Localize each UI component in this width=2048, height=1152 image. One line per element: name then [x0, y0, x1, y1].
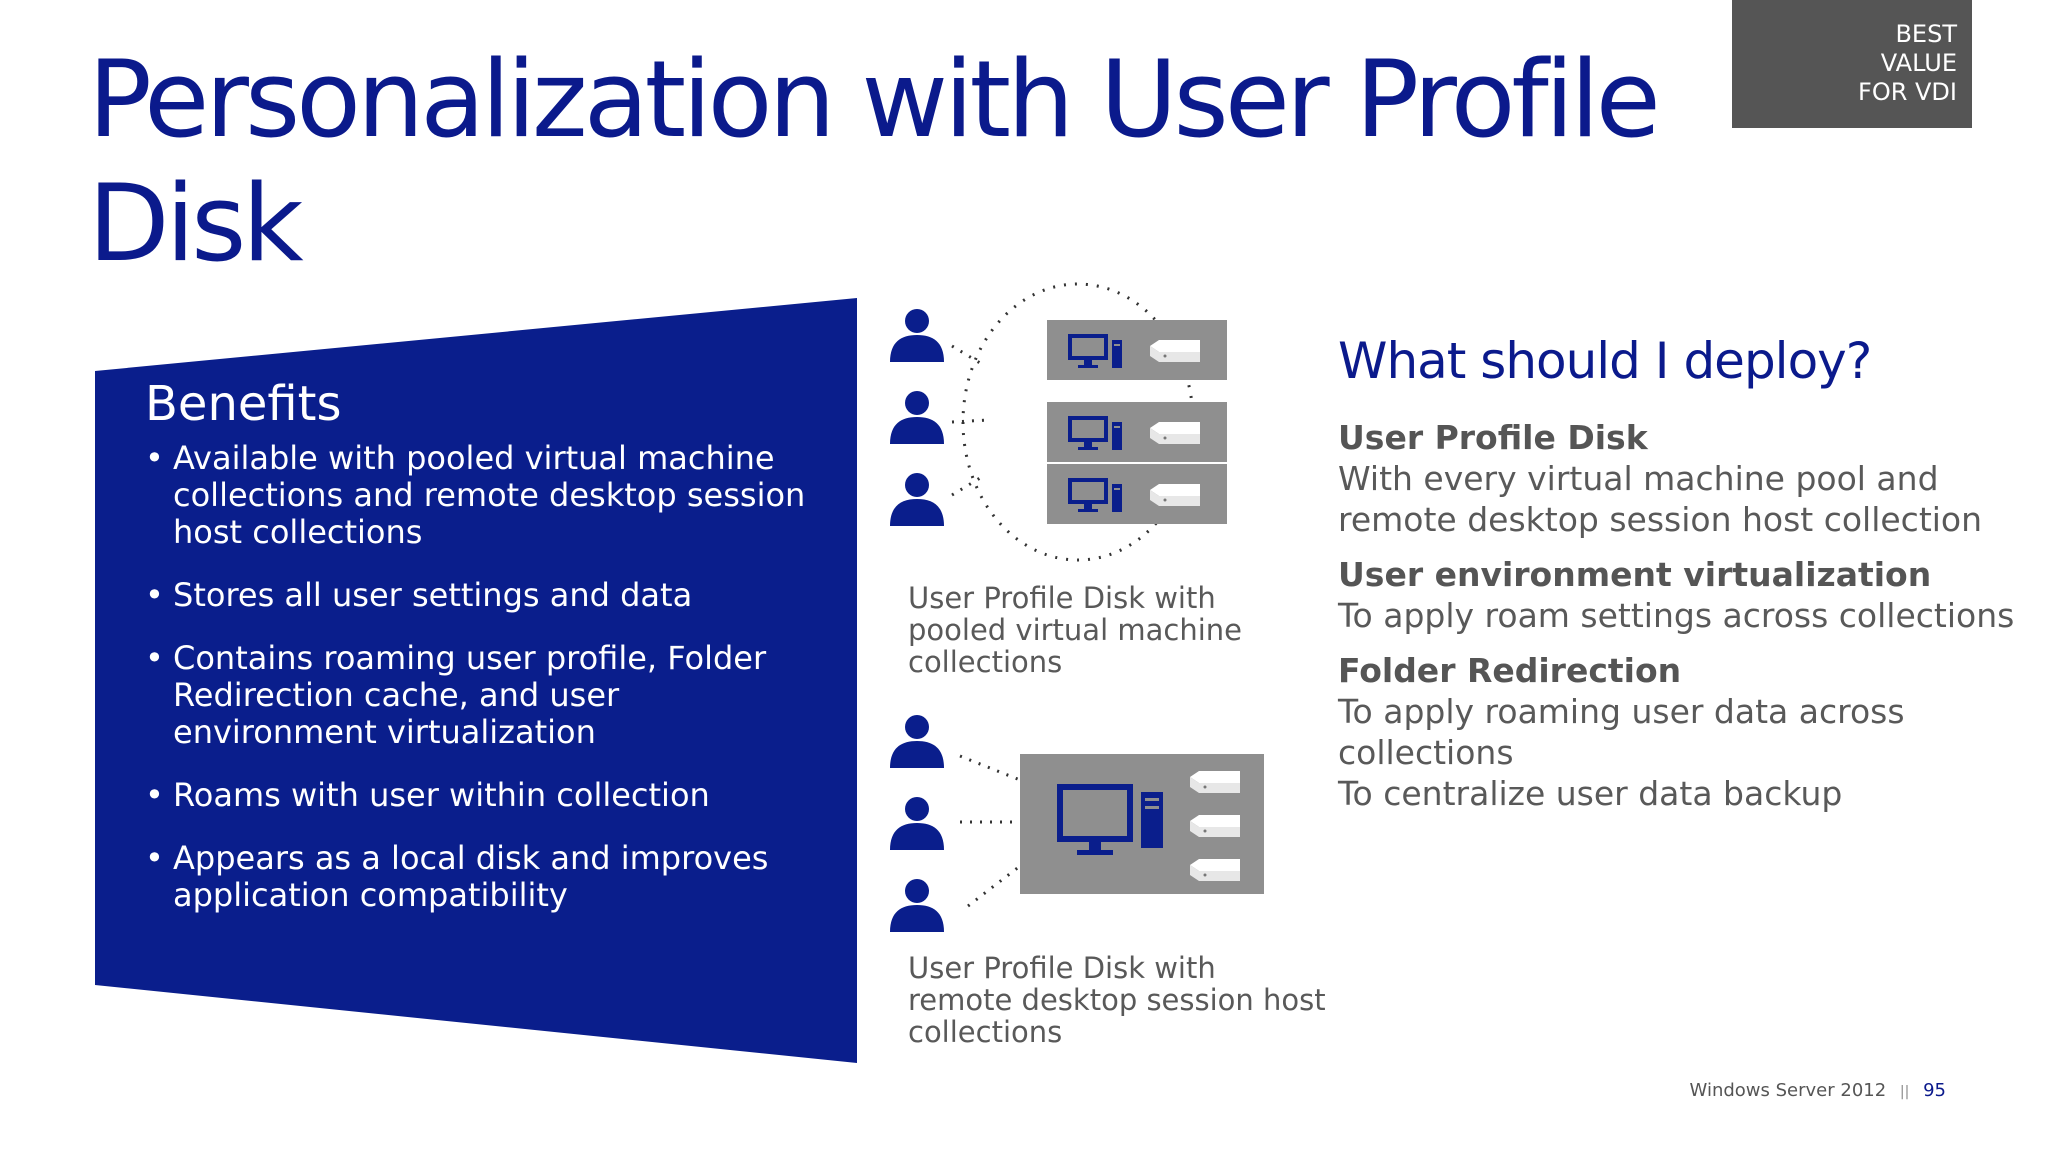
benefits-list: Available with pooled virtual machine co…: [145, 440, 825, 940]
connector-line: [967, 864, 1021, 908]
caption-line: User Profile Disk with: [908, 581, 1216, 615]
caption-line: pooled virtual machine: [908, 613, 1242, 647]
monitor-icon: [1057, 784, 1163, 855]
benefit-item: Stores all user settings and data: [145, 577, 825, 615]
deploy-item-text: To apply roaming user data across: [1338, 692, 1905, 731]
deploy-item-text: With every virtual machine pool and: [1338, 459, 1939, 498]
benefits-heading: Benefits: [145, 376, 342, 432]
deploy-heading: What should I deploy?: [1338, 332, 1872, 390]
footer-product: Windows Server 2012: [1689, 1080, 1887, 1101]
deploy-item: Folder Redirection To apply roaming user…: [1338, 651, 2018, 814]
footer-separator: ||: [1899, 1084, 1910, 1100]
disk-drive-icon: [1190, 859, 1240, 881]
rdsh-caption: User Profile Disk with remote desktop se…: [908, 952, 1328, 1048]
caption-line: collections: [908, 1015, 1063, 1049]
caption-line: remote desktop session host: [908, 983, 1326, 1017]
connector-line: [951, 418, 989, 424]
slide-title-line-1: Personalization with User Profile: [88, 38, 1661, 161]
benefit-item: Contains roaming user profile, Folder Re…: [145, 640, 825, 751]
vm-server: [1047, 402, 1227, 462]
vm-server: [1047, 320, 1227, 380]
user-icon: [890, 309, 944, 362]
deploy-item-heading: User Profile Disk: [1338, 418, 1648, 457]
deploy-item: User Profile Disk With every virtual mac…: [1338, 418, 2018, 540]
deploy-item-text: remote desktop session host collection: [1338, 500, 1983, 539]
pooled-vm-caption: User Profile Disk with pooled virtual ma…: [908, 582, 1328, 678]
user-icon: [890, 879, 944, 932]
connector-line: [959, 754, 1021, 782]
badge-line-3: FOR VDI: [1858, 78, 1957, 106]
deploy-item: User environment virtualization To apply…: [1338, 555, 2018, 636]
disk-drive-icon: [1190, 815, 1240, 837]
disk-drive-icon: [1150, 422, 1200, 444]
slide-title: Personalization with User Profile Disk: [88, 38, 1688, 286]
deploy-item-text: To centralize user data backup: [1338, 774, 1843, 813]
deploy-item-text: collections: [1338, 733, 1514, 772]
user-icon: [890, 715, 944, 768]
badge-line-2: VALUE: [1880, 49, 1957, 77]
disk-drive-icon: [1190, 771, 1240, 793]
benefit-item: Available with pooled virtual machine co…: [145, 440, 825, 551]
disk-drive-icon: [1150, 340, 1200, 362]
user-icon: [890, 473, 944, 526]
disk-drive-icon: [1150, 484, 1200, 506]
user-icon: [890, 391, 944, 444]
page-number: 95: [1923, 1080, 1946, 1101]
caption-line: collections: [908, 645, 1063, 679]
best-value-badge: BEST VALUE FOR VDI: [1732, 0, 1972, 128]
benefit-item: Appears as a local disk and improves app…: [145, 840, 825, 914]
deploy-item-heading: Folder Redirection: [1338, 651, 1682, 690]
benefit-item: Roams with user within collection: [145, 777, 825, 815]
slide-title-line-2: Disk: [88, 162, 304, 285]
deploy-item-heading: User environment virtualization: [1338, 555, 1932, 594]
deploy-list: User Profile Disk With every virtual mac…: [1338, 418, 2018, 829]
architecture-diagram: [890, 282, 1264, 932]
deploy-item-text: To apply roam settings across collection…: [1338, 596, 2015, 635]
caption-line: User Profile Disk with: [908, 951, 1216, 985]
user-icon: [890, 797, 944, 850]
vm-server: [1047, 464, 1227, 524]
rdsh-server: [1020, 754, 1264, 894]
slide-footer: Windows Server 2012 || 95: [1690, 1080, 1946, 1101]
connector-line: [951, 473, 986, 497]
badge-line-1: BEST: [1895, 20, 1957, 48]
